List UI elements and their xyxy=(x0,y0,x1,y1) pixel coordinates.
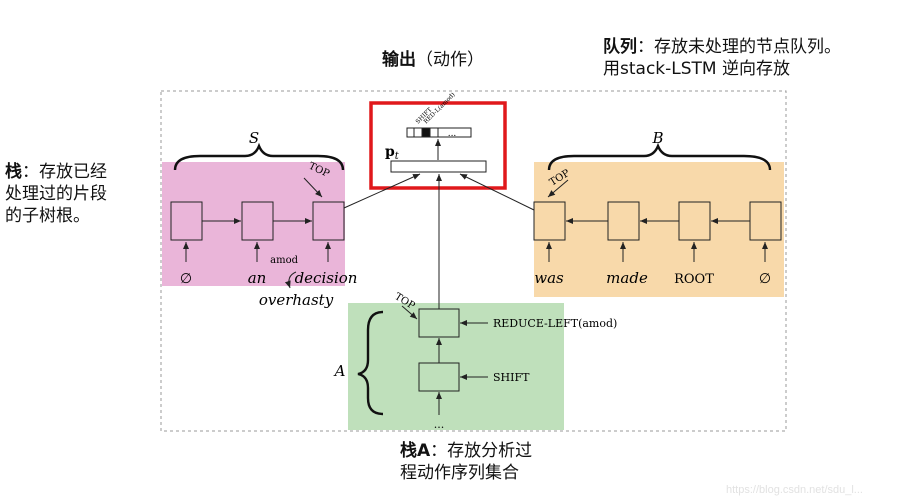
softmax-dots: ... xyxy=(448,129,457,139)
b-to-output xyxy=(459,173,535,211)
b-label: B xyxy=(651,129,663,147)
amod-label: amod xyxy=(270,255,298,266)
stack-region xyxy=(162,162,345,286)
a-top-arrow xyxy=(401,305,418,320)
s-word-3: decision xyxy=(295,269,358,287)
s-word-2: an xyxy=(248,269,267,287)
softmax-cell-3 xyxy=(429,127,439,138)
b-word-2: made xyxy=(606,269,648,287)
b-word-3: ROOT xyxy=(674,272,714,287)
b-brace xyxy=(547,142,772,171)
action-region xyxy=(348,303,564,430)
a-label: A xyxy=(333,362,346,380)
s-cell-3 xyxy=(312,201,345,241)
s-top-arrow xyxy=(303,177,323,198)
diagram-frame xyxy=(160,90,787,432)
a-bottom-dots: ... xyxy=(434,418,445,431)
overhasty-word: overhasty xyxy=(259,291,334,309)
b-word-1: was xyxy=(534,269,564,287)
pt-label: pt xyxy=(385,144,400,162)
softmax-cell-1 xyxy=(413,127,423,138)
action-note: 栈A：存放分析过 程动作序列集合 xyxy=(400,441,533,483)
s-label: S xyxy=(249,129,259,147)
b-cell-1 xyxy=(533,201,566,241)
b-word-4: ∅ xyxy=(759,271,771,287)
amod-arc xyxy=(284,271,297,289)
output-highlight-box xyxy=(369,101,507,190)
a-brace xyxy=(357,310,384,416)
hidden-layer-bar xyxy=(390,160,487,173)
a-action-1: REDUCE-LEFT(amod) xyxy=(493,317,617,330)
buffer-region xyxy=(534,162,784,297)
s-word-1: ∅ xyxy=(180,271,192,287)
stack-note: 栈：存放已经 处理过的片段 的子树根。 xyxy=(5,162,107,226)
watermark: https://blog.csdn.net/sdu_l... xyxy=(726,484,863,496)
s-brace xyxy=(173,142,345,171)
output-label: 输出（动作） xyxy=(382,50,484,70)
queue-note: 队列：存放未处理的节点队列。 用stack-LSTM 逆向存放 xyxy=(603,37,841,79)
softmax-bar xyxy=(406,127,472,138)
softmax-cell-2 xyxy=(421,127,431,138)
s-to-output xyxy=(343,173,421,209)
b-top-arrow xyxy=(547,179,569,198)
a-action-2: SHIFT xyxy=(493,371,530,384)
